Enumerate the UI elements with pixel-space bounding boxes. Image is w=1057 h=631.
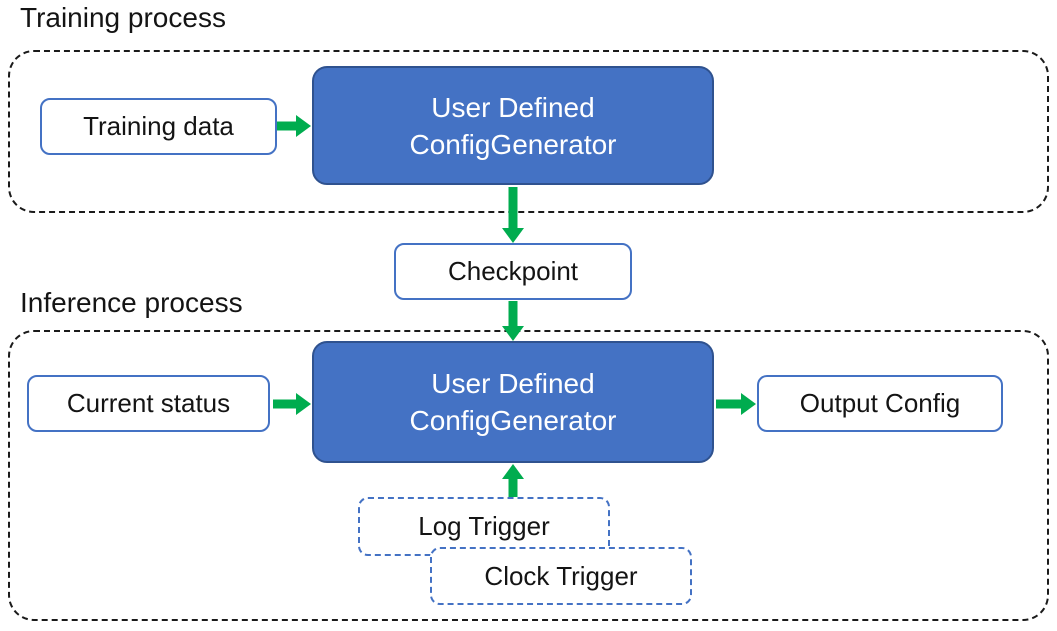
arrow-shaft <box>273 399 297 409</box>
arrow-head-icon <box>502 326 524 341</box>
training-config-generator-box: User Defined ConfigGenerator <box>312 66 714 185</box>
log-trigger-label: Log Trigger <box>418 511 550 541</box>
output-config-box: Output Config <box>757 375 1003 432</box>
arrow-shaft <box>716 399 742 409</box>
arrow-shaft <box>277 121 297 131</box>
checkpoint-to-generator-arrow <box>501 301 525 341</box>
trigger-to-generator-arrow <box>501 464 525 497</box>
checkpoint-box: Checkpoint <box>394 243 632 300</box>
training-data-label: Training data <box>83 111 234 141</box>
training-data-to-generator-arrow <box>277 114 311 138</box>
current-status-box: Current status <box>27 375 270 432</box>
inference-process-container <box>8 330 1049 621</box>
output-config-label: Output Config <box>799 388 961 418</box>
current-status-label: Current status <box>66 388 231 418</box>
generator-to-output-arrow <box>716 392 756 416</box>
training-data-box: Training data <box>40 98 277 155</box>
log-trigger-box: Log Trigger <box>358 497 610 556</box>
generator-to-checkpoint-arrow <box>501 187 525 243</box>
clock-trigger-label: Clock Trigger <box>484 560 638 591</box>
training-process-container <box>8 50 1049 213</box>
training-process-title: Training process <box>20 2 226 33</box>
clock-trigger-box: Clock Trigger <box>430 547 692 605</box>
training-config-generator-line1: User Defined <box>431 91 595 123</box>
arrow-shaft <box>508 477 518 497</box>
inference-config-generator-box: User Defined ConfigGenerator <box>312 341 714 463</box>
arrow-shaft <box>508 301 518 328</box>
arrow-shaft <box>508 187 518 230</box>
inference-process-title: Inference process <box>20 287 243 318</box>
arrow-head-icon <box>741 393 756 415</box>
inference-config-generator-line2: ConfigGenerator <box>409 405 617 436</box>
arrow-head-icon <box>296 393 311 415</box>
training-config-generator-line2: ConfigGenerator <box>409 128 617 160</box>
checkpoint-label: Checkpoint <box>447 256 579 286</box>
arrow-head-icon <box>502 228 524 243</box>
arrow-head-icon <box>502 464 524 479</box>
arrow-head-icon <box>296 115 311 137</box>
current-status-to-generator-arrow <box>273 392 311 416</box>
inference-config-generator-line1: User Defined <box>431 368 595 399</box>
